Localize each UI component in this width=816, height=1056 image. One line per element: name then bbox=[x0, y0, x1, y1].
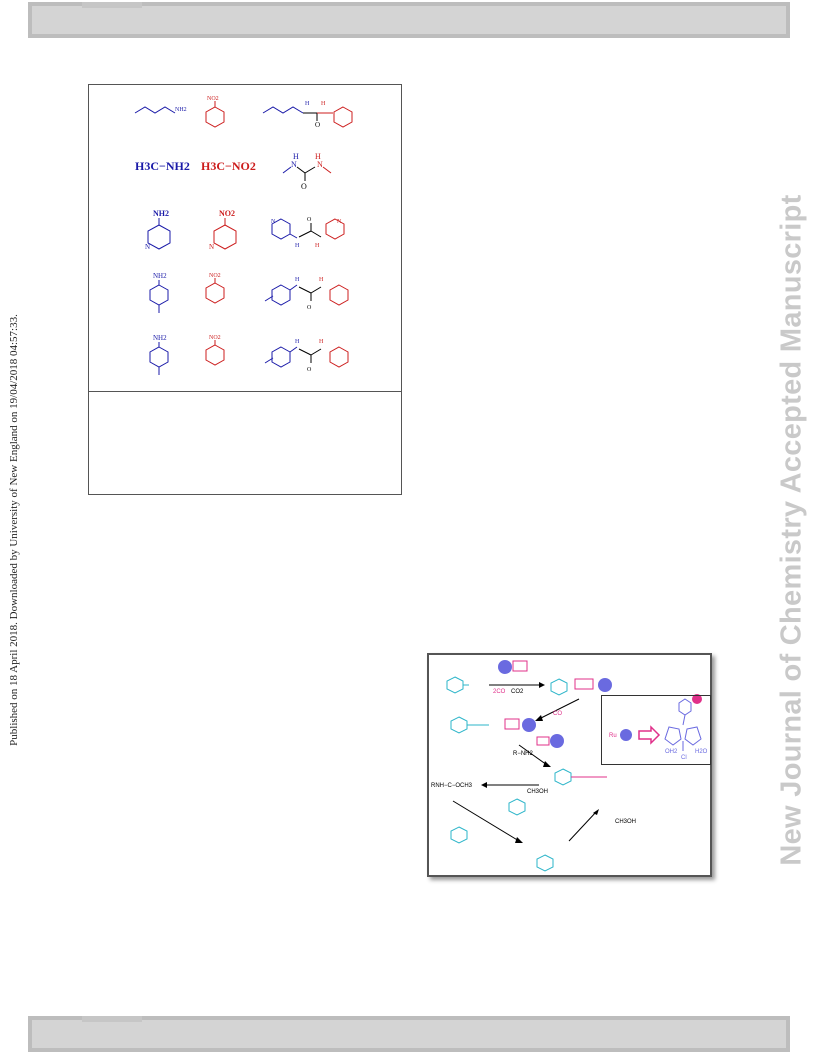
mechanism-scheme: 2CO CO2 CO R−NH2 CH3OH CH3OH RNH−C−OCH3 … bbox=[427, 653, 712, 877]
label-2co: 2CO bbox=[493, 689, 506, 695]
svg-text:H: H bbox=[295, 339, 300, 345]
label-rnh2: R−NH2 bbox=[513, 751, 533, 757]
nitrobenzene-label: NO2 bbox=[209, 335, 221, 341]
svg-text:N: N bbox=[317, 160, 323, 169]
table-row: NH2 NO2 H O H bbox=[89, 267, 401, 327]
svg-text:H: H bbox=[293, 152, 299, 161]
row5-structures: NH2 NO2 H O H bbox=[149, 334, 349, 375]
svg-text:N: N bbox=[291, 160, 297, 169]
svg-text:O: O bbox=[301, 182, 307, 191]
aminopyridine-label: NH2 bbox=[153, 209, 169, 218]
label-ch3oh-2: CH3OH bbox=[615, 819, 637, 825]
methylamine-formula: H3C−NH2 bbox=[135, 159, 190, 173]
header-tab bbox=[82, 2, 142, 8]
label-ch3oh-1: CH3OH bbox=[527, 789, 549, 795]
table-row: NH2 NO2 H O H bbox=[89, 329, 401, 389]
label-h2o: H2O bbox=[695, 749, 708, 755]
svg-text:H: H bbox=[319, 339, 324, 345]
table-divider bbox=[89, 391, 401, 392]
label-carbamate: RNH−C−OCH3 bbox=[431, 783, 473, 789]
table-row: NH2 N NO2 N N H O H N bbox=[89, 205, 401, 265]
svg-text:O: O bbox=[307, 367, 312, 373]
footer-tab bbox=[82, 1016, 142, 1022]
svg-text:H: H bbox=[305, 101, 310, 107]
svg-text:O: O bbox=[315, 121, 320, 129]
nitro-label: NO2 bbox=[207, 96, 219, 102]
svg-text:H: H bbox=[319, 277, 324, 283]
footer-bar bbox=[28, 1016, 790, 1052]
svg-text:O: O bbox=[307, 217, 312, 223]
label-ru: Ru bbox=[609, 733, 617, 739]
label-co: CO bbox=[553, 711, 562, 717]
svg-text:N: N bbox=[145, 243, 150, 251]
nitrobenzene-label: NO2 bbox=[209, 273, 221, 279]
scheme-drawing bbox=[446, 660, 702, 872]
label-oh2: OH2 bbox=[665, 749, 678, 755]
svg-text:H: H bbox=[321, 101, 326, 107]
publication-note: Published on 18 April 2018. Downloaded b… bbox=[8, 314, 20, 746]
row4-structures: NH2 NO2 H O H bbox=[149, 272, 349, 313]
table-row: H3C−NH2 H3C−NO2 H N H N O bbox=[89, 147, 401, 207]
toluidine-label: NH2 bbox=[153, 272, 167, 280]
svg-text:N: N bbox=[209, 243, 214, 251]
svg-text:O: O bbox=[307, 305, 312, 311]
catalyst-inset bbox=[601, 695, 711, 765]
svg-text:H: H bbox=[295, 243, 300, 249]
toluidine-label: NH2 bbox=[153, 334, 167, 342]
svg-text:H: H bbox=[315, 152, 321, 161]
svg-text:H: H bbox=[315, 243, 320, 249]
svg-text:H: H bbox=[295, 277, 300, 283]
svg-text:N: N bbox=[271, 219, 276, 225]
header-bar bbox=[28, 2, 790, 38]
nitromethane-formula: H3C−NO2 bbox=[201, 159, 256, 173]
nitropyridine-label: NO2 bbox=[219, 209, 235, 218]
row1-structures: NH2 NO2 H O H bbox=[134, 96, 353, 129]
table-row: NH2 NO2 H O H bbox=[89, 91, 401, 151]
row3-structures: NH2 N NO2 N N H O H N bbox=[145, 209, 345, 251]
amine-label: NH2 bbox=[175, 107, 187, 113]
svg-text:N: N bbox=[337, 219, 342, 225]
substrate-table: NH2 NO2 H O H H3C−NH2 H3C−NO2 H N H N bbox=[88, 84, 402, 495]
label-co2: CO2 bbox=[511, 689, 524, 695]
row2-urea: H N H N O bbox=[282, 152, 332, 191]
label-cl: Cl bbox=[681, 755, 687, 761]
journal-watermark: New Journal of Chemistry Accepted Manusc… bbox=[775, 194, 808, 866]
